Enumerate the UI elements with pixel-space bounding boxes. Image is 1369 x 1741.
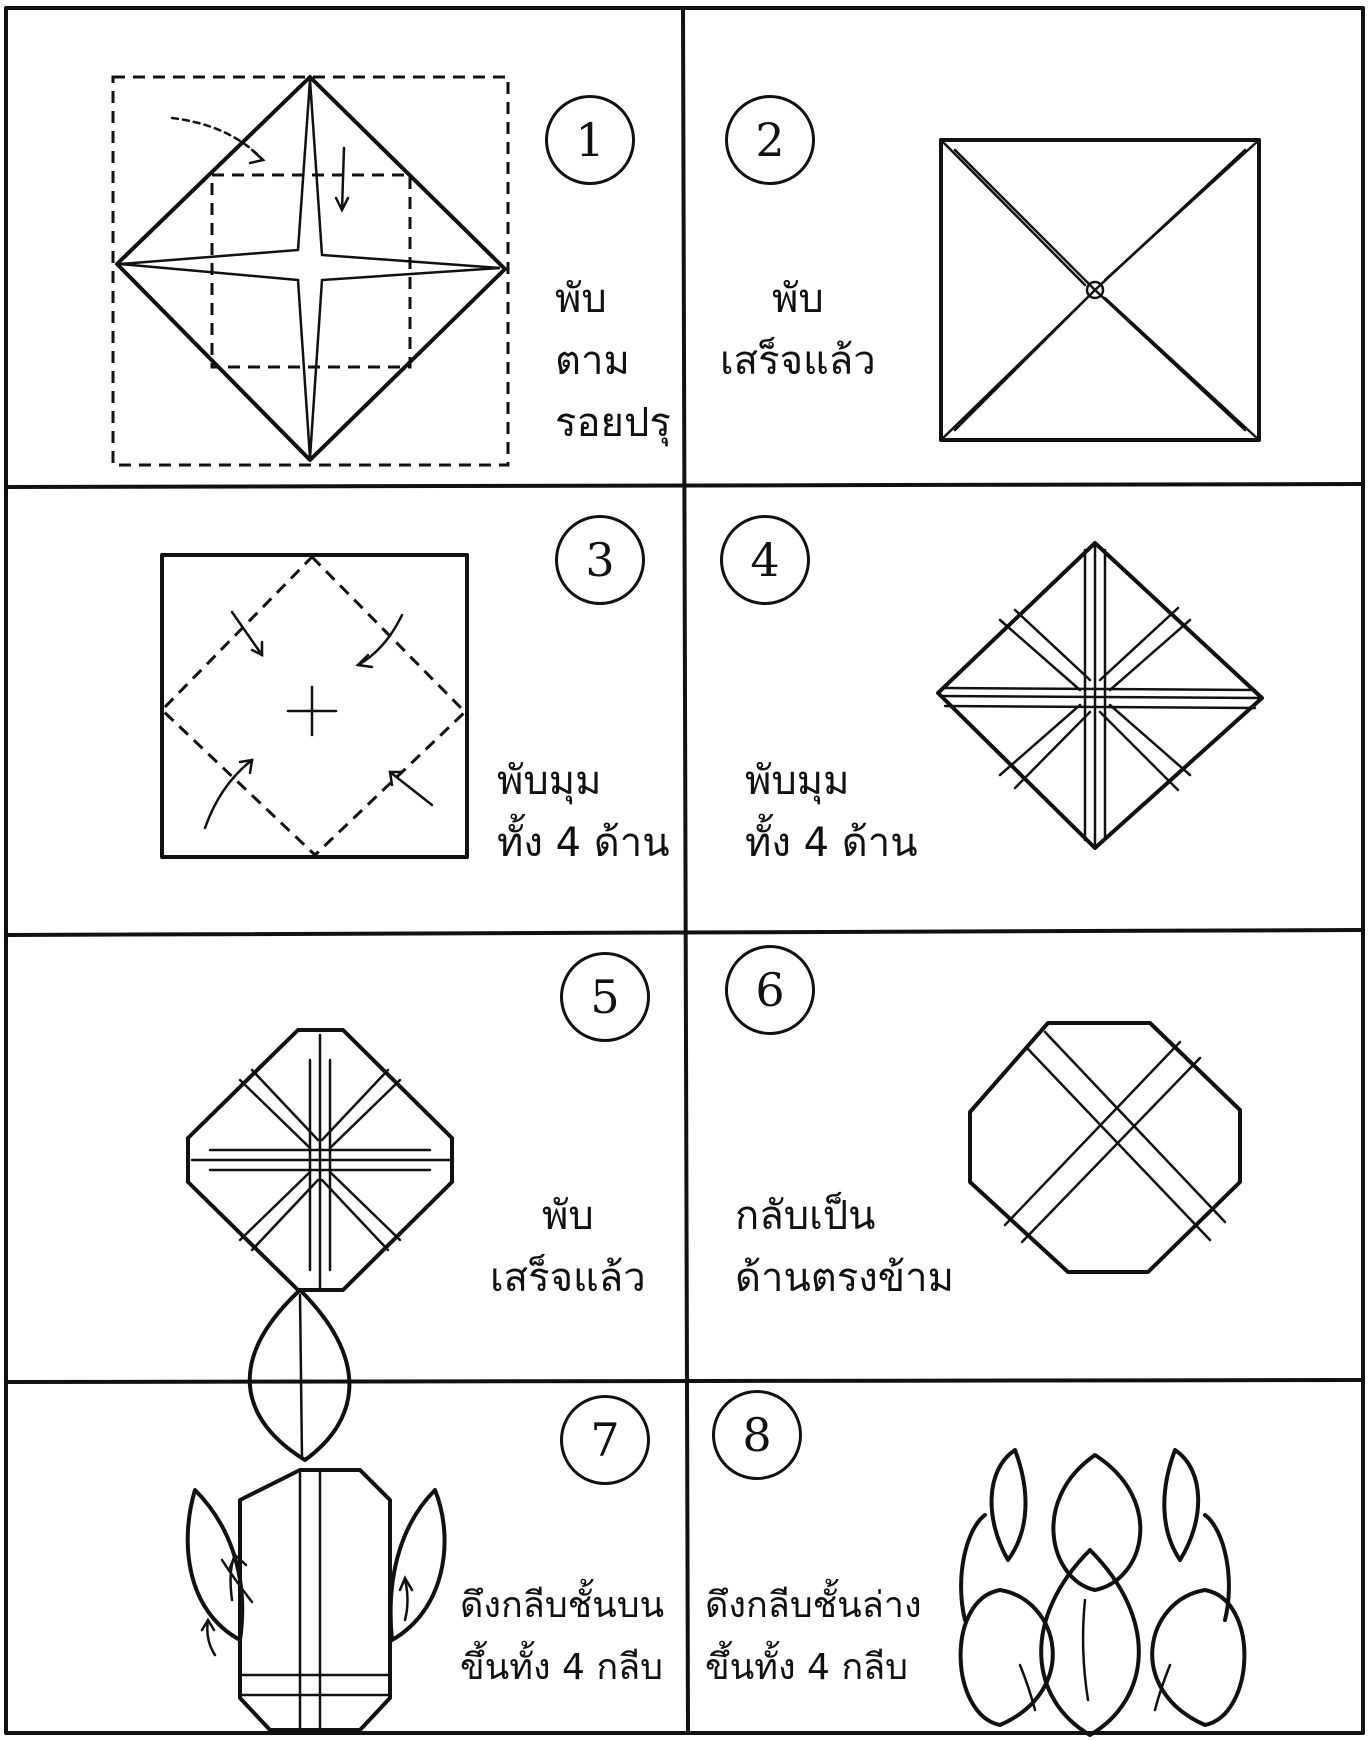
caption-line: เสร็จแล้ว — [490, 1247, 646, 1309]
step-3-number: 3 — [555, 515, 645, 605]
caption-line: เสร็จแล้ว — [720, 330, 876, 392]
step-7-caption: ดึงกลีบชั้นบน ขึ้นทั้ง 4 กลีบ — [460, 1575, 664, 1699]
step-4-number: 4 — [720, 515, 810, 605]
caption-line: ตาม — [555, 330, 671, 392]
caption-line: ดึงกลีบชั้นบน — [460, 1575, 664, 1637]
step-8-number: 8 — [712, 1390, 802, 1480]
caption-line: ขึ้นทั้ง 4 กลีบ — [705, 1637, 922, 1699]
step-5-number: 5 — [560, 952, 650, 1042]
caption-line: ทั้ง 4 ด้าน — [745, 812, 918, 874]
step-5-diagram — [188, 1030, 452, 1290]
step-7-number: 7 — [560, 1395, 650, 1485]
caption-line: พับมุม — [497, 750, 670, 812]
caption-line: ทั้ง 4 ด้าน — [497, 812, 670, 874]
caption-line: รอยปรุ — [555, 392, 671, 454]
step-1-diagram — [113, 77, 508, 465]
step-3-caption: พับมุม ทั้ง 4 ด้าน — [497, 750, 670, 874]
step-5-caption: พับ เสร็จแล้ว — [490, 1185, 646, 1309]
caption-line: ขึ้นทั้ง 4 กลีบ — [460, 1637, 664, 1699]
caption-line: พับ — [490, 1185, 646, 1247]
step-4-diagram — [938, 543, 1262, 848]
caption-line: พับ — [720, 268, 876, 330]
step-1-caption: พับ ตาม รอยปรุ — [555, 268, 671, 454]
caption-line: พับมุม — [745, 750, 918, 812]
step-6-diagram — [970, 1023, 1240, 1272]
caption-line: พับ — [555, 268, 671, 330]
step-2-number: 2 — [725, 95, 815, 185]
step-8-diagram — [961, 1450, 1245, 1735]
step-1-number: 1 — [545, 95, 635, 185]
step-3-diagram — [162, 555, 467, 857]
caption-line: กลับเป็น — [735, 1185, 954, 1247]
caption-line: ดึงกลีบชั้นล่าง — [705, 1575, 922, 1637]
step-4-caption: พับมุม ทั้ง 4 ด้าน — [745, 750, 918, 874]
panel-grid — [6, 8, 1363, 1733]
step-8-caption: ดึงกลีบชั้นล่าง ขึ้นทั้ง 4 กลีบ — [705, 1575, 922, 1699]
step-2-diagram — [941, 140, 1259, 440]
step-6-number: 6 — [725, 945, 815, 1035]
step-2-caption: พับ เสร็จแล้ว — [720, 268, 876, 392]
step-6-caption: กลับเป็น ด้านตรงข้าม — [735, 1185, 954, 1309]
step-7-diagram — [188, 1290, 445, 1730]
caption-line: ด้านตรงข้าม — [735, 1247, 954, 1309]
